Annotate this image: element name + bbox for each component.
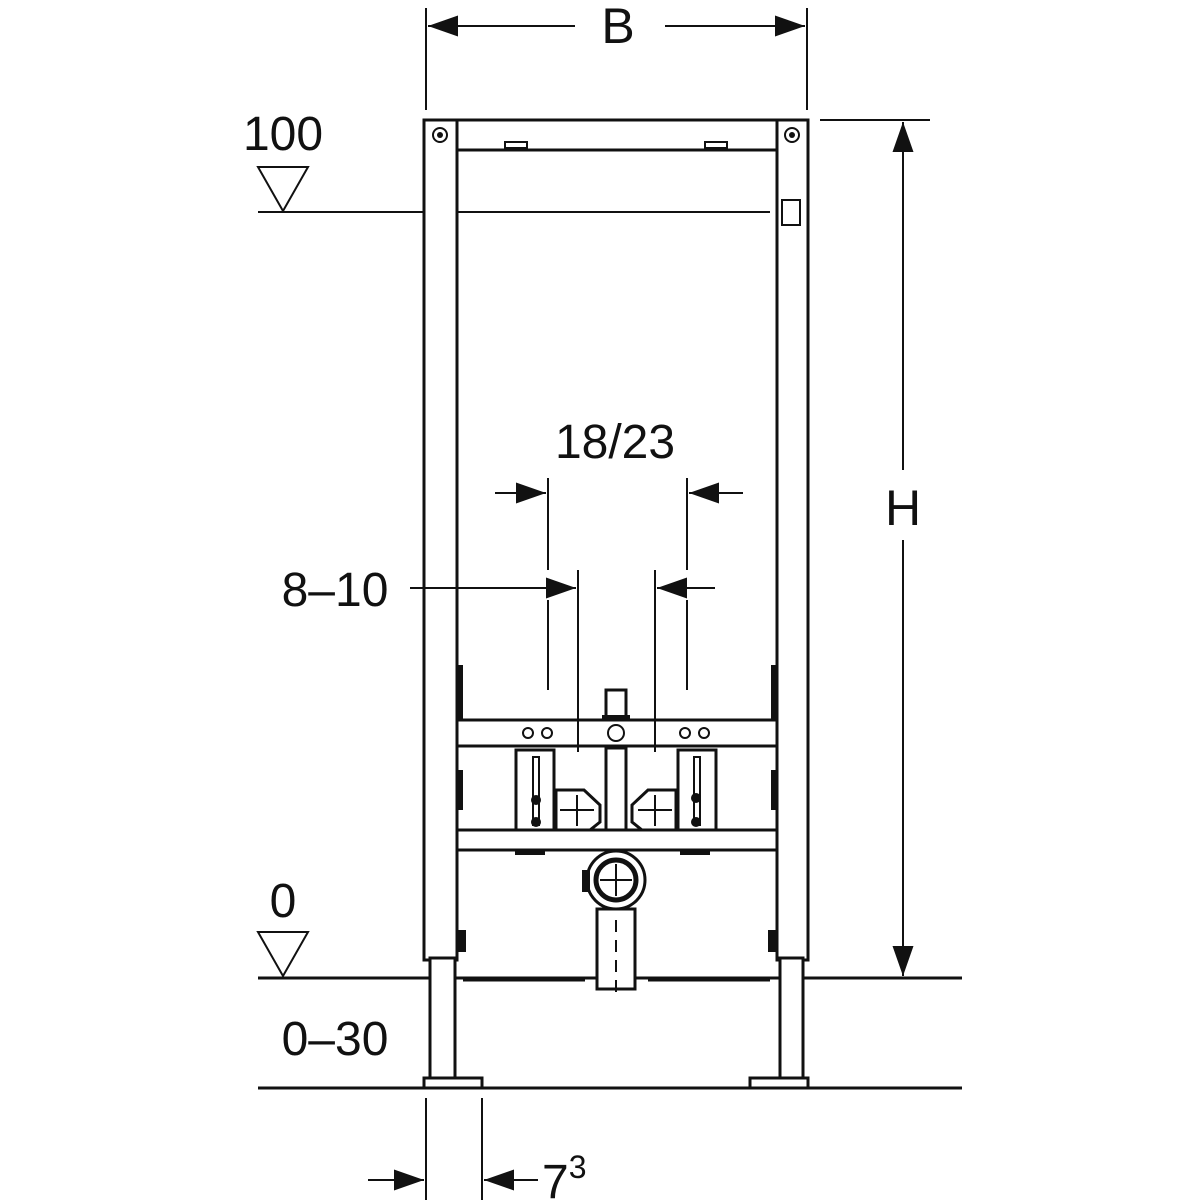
frame	[422, 118, 810, 1090]
level-marker-floor: 0	[256, 875, 310, 979]
pipe-offset-dimension: 8–10	[282, 564, 715, 752]
pipe-spacing-label: 18/23	[555, 416, 675, 469]
pipe-offset-label: 8–10	[282, 564, 389, 617]
level-triangle-icon	[256, 931, 310, 979]
brand-label-plate	[781, 199, 801, 226]
foot-width-superscript: 3	[569, 1149, 587, 1185]
level-marker-top: 100	[243, 108, 770, 214]
width-label: B	[601, 0, 634, 54]
bidet-mounting-assembly	[455, 688, 779, 1000]
level-top-label: 100	[243, 108, 323, 161]
height-label: H	[885, 480, 921, 536]
level-floor-label: 0	[270, 875, 297, 928]
foot-width-dimension: 73	[368, 1098, 587, 1200]
foot-adjust-label: 0–30	[282, 1013, 389, 1066]
width-dimension: B	[425, 0, 808, 110]
foot-width-label: 7	[542, 1156, 569, 1200]
pipe-spacing-dimension: 18/23	[495, 416, 743, 690]
height-dimension: H	[820, 119, 930, 976]
svg-text:73: 73	[542, 1149, 587, 1200]
level-triangle-icon	[256, 166, 310, 214]
